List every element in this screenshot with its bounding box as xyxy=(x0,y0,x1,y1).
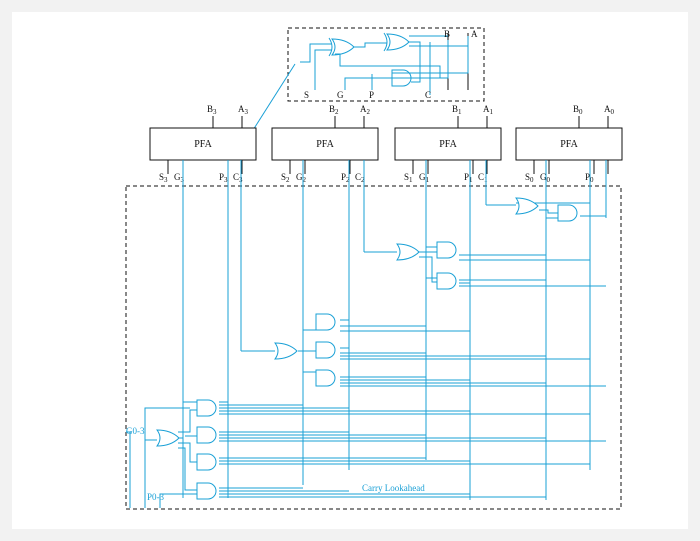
diagram-page xyxy=(12,12,688,529)
pfa-label: PFA xyxy=(560,139,578,150)
pfa-output-g: G1 xyxy=(419,172,430,184)
or-gate-g03 xyxy=(156,429,180,447)
and-gate-c3-c xyxy=(315,369,336,387)
pfa-input-b: B0 xyxy=(573,104,583,116)
pfa-input-b: B1 xyxy=(452,104,462,116)
or-gate-c2 xyxy=(396,243,420,261)
xor-gate-sum xyxy=(328,37,355,57)
pfa-output-p: P2 xyxy=(341,172,350,184)
pfa-label: PFA xyxy=(439,139,457,150)
and-gate-g03-a xyxy=(196,399,217,417)
pfa-input-a: A1 xyxy=(483,104,494,116)
pfa-detail: B A S G P C xyxy=(287,27,485,102)
pfa-label: PFA xyxy=(316,139,334,150)
and-gate-c2-a xyxy=(436,241,457,259)
p03-label: P0-3 xyxy=(147,492,165,502)
and-gate-c3-a xyxy=(315,313,336,331)
pfa-output-p: P3 xyxy=(219,172,228,184)
pfa-box xyxy=(149,127,257,161)
pfa-input-b: B3 xyxy=(207,104,217,116)
or-gate-c3 xyxy=(274,342,298,360)
pfa-input-b: B2 xyxy=(329,104,339,116)
pfa-input-a: A2 xyxy=(360,104,371,116)
and-gate-g03-c xyxy=(196,453,217,471)
g03-label: G0-3 xyxy=(126,426,145,436)
pfa-box xyxy=(394,127,502,161)
pfa-output-s: S3 xyxy=(159,172,168,184)
or-gate-c1 xyxy=(515,197,539,215)
pfa-output-p: P1 xyxy=(464,172,473,184)
pfa-output-g: G0 xyxy=(540,172,551,184)
carry-lookahead-title: Carry Lookahead xyxy=(362,483,425,493)
xor-gate-propagate xyxy=(383,32,410,52)
pfa-output-c: C2 xyxy=(355,172,365,184)
and-gate-g03-d xyxy=(196,482,217,500)
pfa-input-a: A0 xyxy=(604,104,615,116)
detail-label-c: C xyxy=(425,90,431,100)
pfa-box xyxy=(271,127,379,161)
pfa-input-a: A3 xyxy=(238,104,249,116)
detail-label-b: B xyxy=(444,29,450,39)
detail-label-s: S xyxy=(304,90,309,100)
pfa-output-s: S0 xyxy=(525,172,534,184)
detail-label-p: P xyxy=(369,90,374,100)
and-gate-c3-b xyxy=(315,341,336,359)
lookahead-wiring xyxy=(126,160,607,508)
detail-label-a: A xyxy=(471,29,478,39)
and-gate-c1 xyxy=(557,204,578,222)
pfa-box xyxy=(515,127,623,161)
pfa-output-g: G2 xyxy=(296,172,307,184)
carry-lookahead-box xyxy=(125,185,622,510)
and-gate-g03-b xyxy=(196,426,217,444)
and-gate-c2-b xyxy=(436,272,457,290)
pfa-output-s: S1 xyxy=(404,172,413,184)
detail-label-g: G xyxy=(337,90,344,100)
pfa-output-s: S2 xyxy=(281,172,290,184)
pfa-label: PFA xyxy=(194,139,212,150)
